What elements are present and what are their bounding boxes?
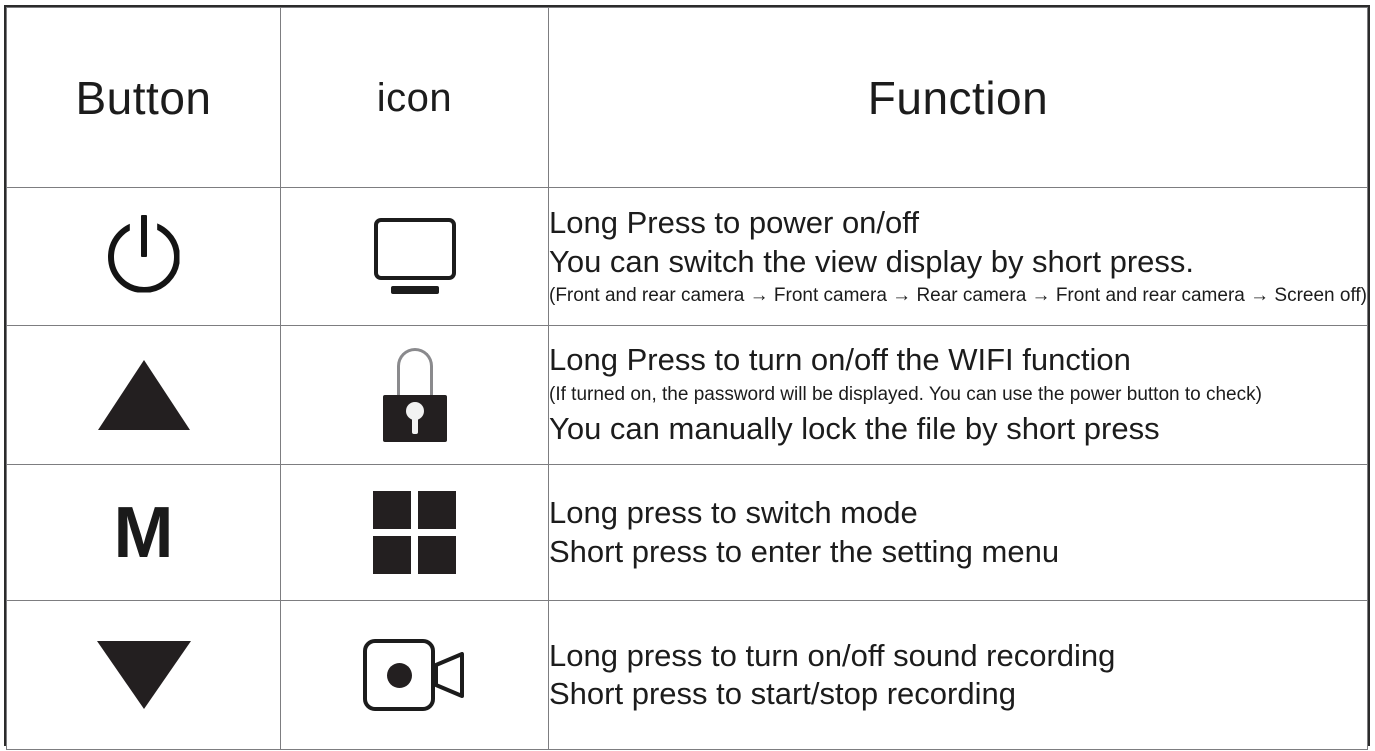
column-header-button: Button [6, 7, 281, 188]
function-note: (Front and rear camera → Front camera → … [549, 285, 1367, 307]
function-cell-power: Long Press to power on/off You can switc… [548, 187, 1368, 326]
camcorder-horn-icon [433, 652, 464, 698]
function-line: Long Press to turn on/off the WIFI funct… [549, 342, 1131, 378]
function-line: Short press to start/stop recording [549, 676, 1016, 711]
function-line: You can switch the view display by short… [549, 243, 1195, 279]
lock-icon [281, 348, 548, 442]
letter-m-label: M [7, 497, 280, 569]
button-cell-up [6, 325, 281, 465]
column-header-icon-label: icon [376, 75, 453, 120]
icon-cell-monitor [280, 187, 549, 326]
grid-icon [281, 491, 548, 574]
camcorder-icon [281, 639, 548, 711]
button-cell-mode: M [6, 464, 281, 601]
table-row: M Long press to switch mode Short press … [6, 464, 1368, 601]
column-header-icon: icon [280, 7, 549, 188]
function-line: You can manually lock the file by short … [549, 411, 1160, 447]
button-letter-m: M [113, 492, 174, 573]
column-header-function-label: Function [867, 71, 1049, 124]
monitor-icon [281, 217, 548, 296]
button-cell-power [6, 187, 281, 326]
triangle-up-icon [7, 360, 280, 430]
table-row: Long Press to turn on/off the WIFI funct… [6, 325, 1368, 465]
function-cell-recording: Long press to turn on/off sound recordin… [548, 600, 1368, 750]
spec-table-container: Button icon Function [4, 5, 1370, 750]
triangle-down-icon [7, 641, 280, 709]
function-line: Long press to switch mode [549, 495, 918, 531]
column-header-button-label: Button [75, 71, 212, 124]
column-header-function: Function [548, 7, 1368, 188]
function-line: Long Press to power on/off [549, 205, 919, 241]
icon-cell-camcorder [280, 600, 549, 750]
function-cell-wifi: Long Press to turn on/off the WIFI funct… [548, 325, 1368, 465]
button-cell-down [6, 600, 281, 750]
icon-cell-grid [280, 464, 549, 601]
icon-cell-lock [280, 325, 549, 465]
button-function-table: Button icon Function [6, 7, 1368, 750]
table-header: Button icon Function [6, 7, 1368, 188]
power-symbol-icon [7, 214, 280, 293]
function-line: Short press to enter the setting menu [549, 533, 1060, 569]
table-row: Long press to turn on/off sound recordin… [6, 600, 1368, 750]
function-note: (If turned on, the password will be disp… [549, 383, 1262, 405]
table-row: Long Press to power on/off You can switc… [6, 187, 1368, 326]
table-body: Long Press to power on/off You can switc… [6, 187, 1368, 750]
function-cell-mode: Long press to switch mode Short press to… [548, 464, 1368, 601]
table-header-row: Button icon Function [6, 7, 1368, 188]
function-line: Long press to turn on/off sound recordin… [549, 637, 1116, 673]
